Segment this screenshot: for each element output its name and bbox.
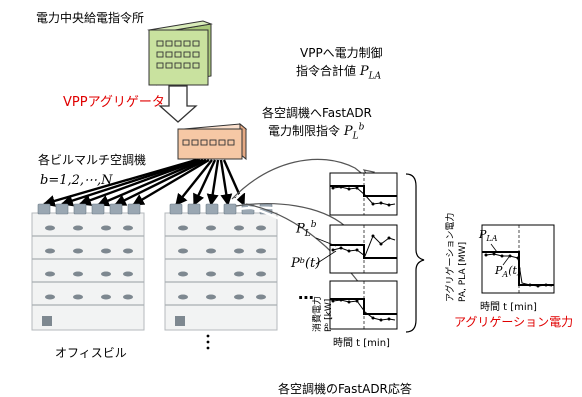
chart1-ylabel-line2: Pᵇ [kW]	[324, 298, 334, 332]
agg-ylabel-line2: PA, PLA [MW]	[458, 241, 468, 302]
rooftop-ac-units-1	[37, 203, 141, 215]
agg-power-title: アグリゲーション電力	[454, 315, 574, 329]
fanout-arrows	[42, 158, 246, 207]
plb-symbol: PLb	[343, 122, 365, 142]
office-building-1	[31, 203, 145, 331]
agg-pa-label: PA(t)	[495, 264, 522, 280]
agg-pla-label: PLA	[479, 228, 498, 244]
fastadr-command-line2: 電力制限指令 PLb	[268, 122, 364, 142]
pbt-pointer	[315, 250, 337, 265]
agg-xlabel: 時間 t [min]	[480, 302, 537, 313]
dispatch-center-building	[147, 20, 213, 86]
ac-response-chart-3	[329, 280, 398, 330]
chart1-xlabel: 時間 t [min]	[333, 338, 390, 349]
plb-annotation: PLb	[296, 220, 317, 239]
agg-ylabel: アグリゲーション電力 PA, PLA [MW]	[445, 213, 469, 302]
vpp-command-line2-text: 指令合計値	[296, 64, 357, 78]
vpp-command-line2: 指令合計値 PLA	[296, 62, 381, 82]
vertical-dots	[206, 334, 210, 350]
vpp-aggregator-label: VPPアグリゲータ	[63, 95, 165, 110]
dispatch-center-label: 電力中央給電指令所	[36, 11, 145, 25]
summation-brace	[405, 173, 425, 333]
fastadr-command-line2-text: 電力制限指令	[268, 124, 341, 138]
command-arrow	[158, 85, 198, 123]
aggregation-chart	[481, 224, 555, 294]
dispatch-center-front	[148, 29, 209, 86]
pla-symbol: PLA	[359, 64, 382, 82]
pbt-annotation: Pᵇ(t)	[291, 256, 321, 271]
b-index-label: b=1,2,⋯,N	[40, 173, 113, 188]
fastadr-command-line1: 各空調機へFastADR	[262, 106, 372, 120]
dispatch-center-windows	[156, 40, 200, 69]
office-building-2	[164, 203, 278, 331]
vpp-command-line1: VPPへ電力制御	[300, 46, 383, 60]
building-ellipsis: ⋯	[298, 288, 314, 307]
office-building-label: オフィスビル	[55, 346, 127, 360]
vpp-aggregator-box	[177, 122, 248, 161]
ac-response-chart-2	[329, 224, 398, 274]
ac-response-chart-1	[329, 172, 398, 216]
agg-ylabel-line1: アグリゲーション電力	[446, 212, 456, 302]
chart1-ylabel: 消費電力 Pᵇ [kW]	[313, 296, 335, 332]
chart1-ylabel-line1: 消費電力	[313, 295, 323, 332]
fastadr-response-label: 各空調機のFastADR応答	[278, 382, 412, 396]
multi-ac-label: 各ビルマルチ空調機	[38, 153, 147, 167]
plb-pointer	[315, 237, 337, 247]
